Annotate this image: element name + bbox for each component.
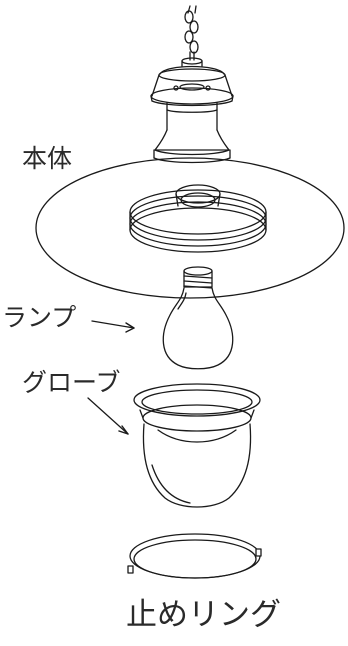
shade (35, 157, 345, 299)
globe-label: グローブ (22, 368, 121, 397)
lamp-callout-arrow (91, 320, 135, 333)
body-label: 本体 (22, 144, 73, 173)
body-part (150, 57, 234, 164)
ring-label: 止めリング (126, 597, 281, 633)
globe-callout-arrow (87, 397, 129, 435)
glass-globe (133, 383, 261, 508)
lamp-label: ランプ (2, 303, 77, 332)
stop-ring (127, 533, 262, 579)
chain (184, 5, 199, 61)
lamp-bulb (162, 266, 234, 370)
